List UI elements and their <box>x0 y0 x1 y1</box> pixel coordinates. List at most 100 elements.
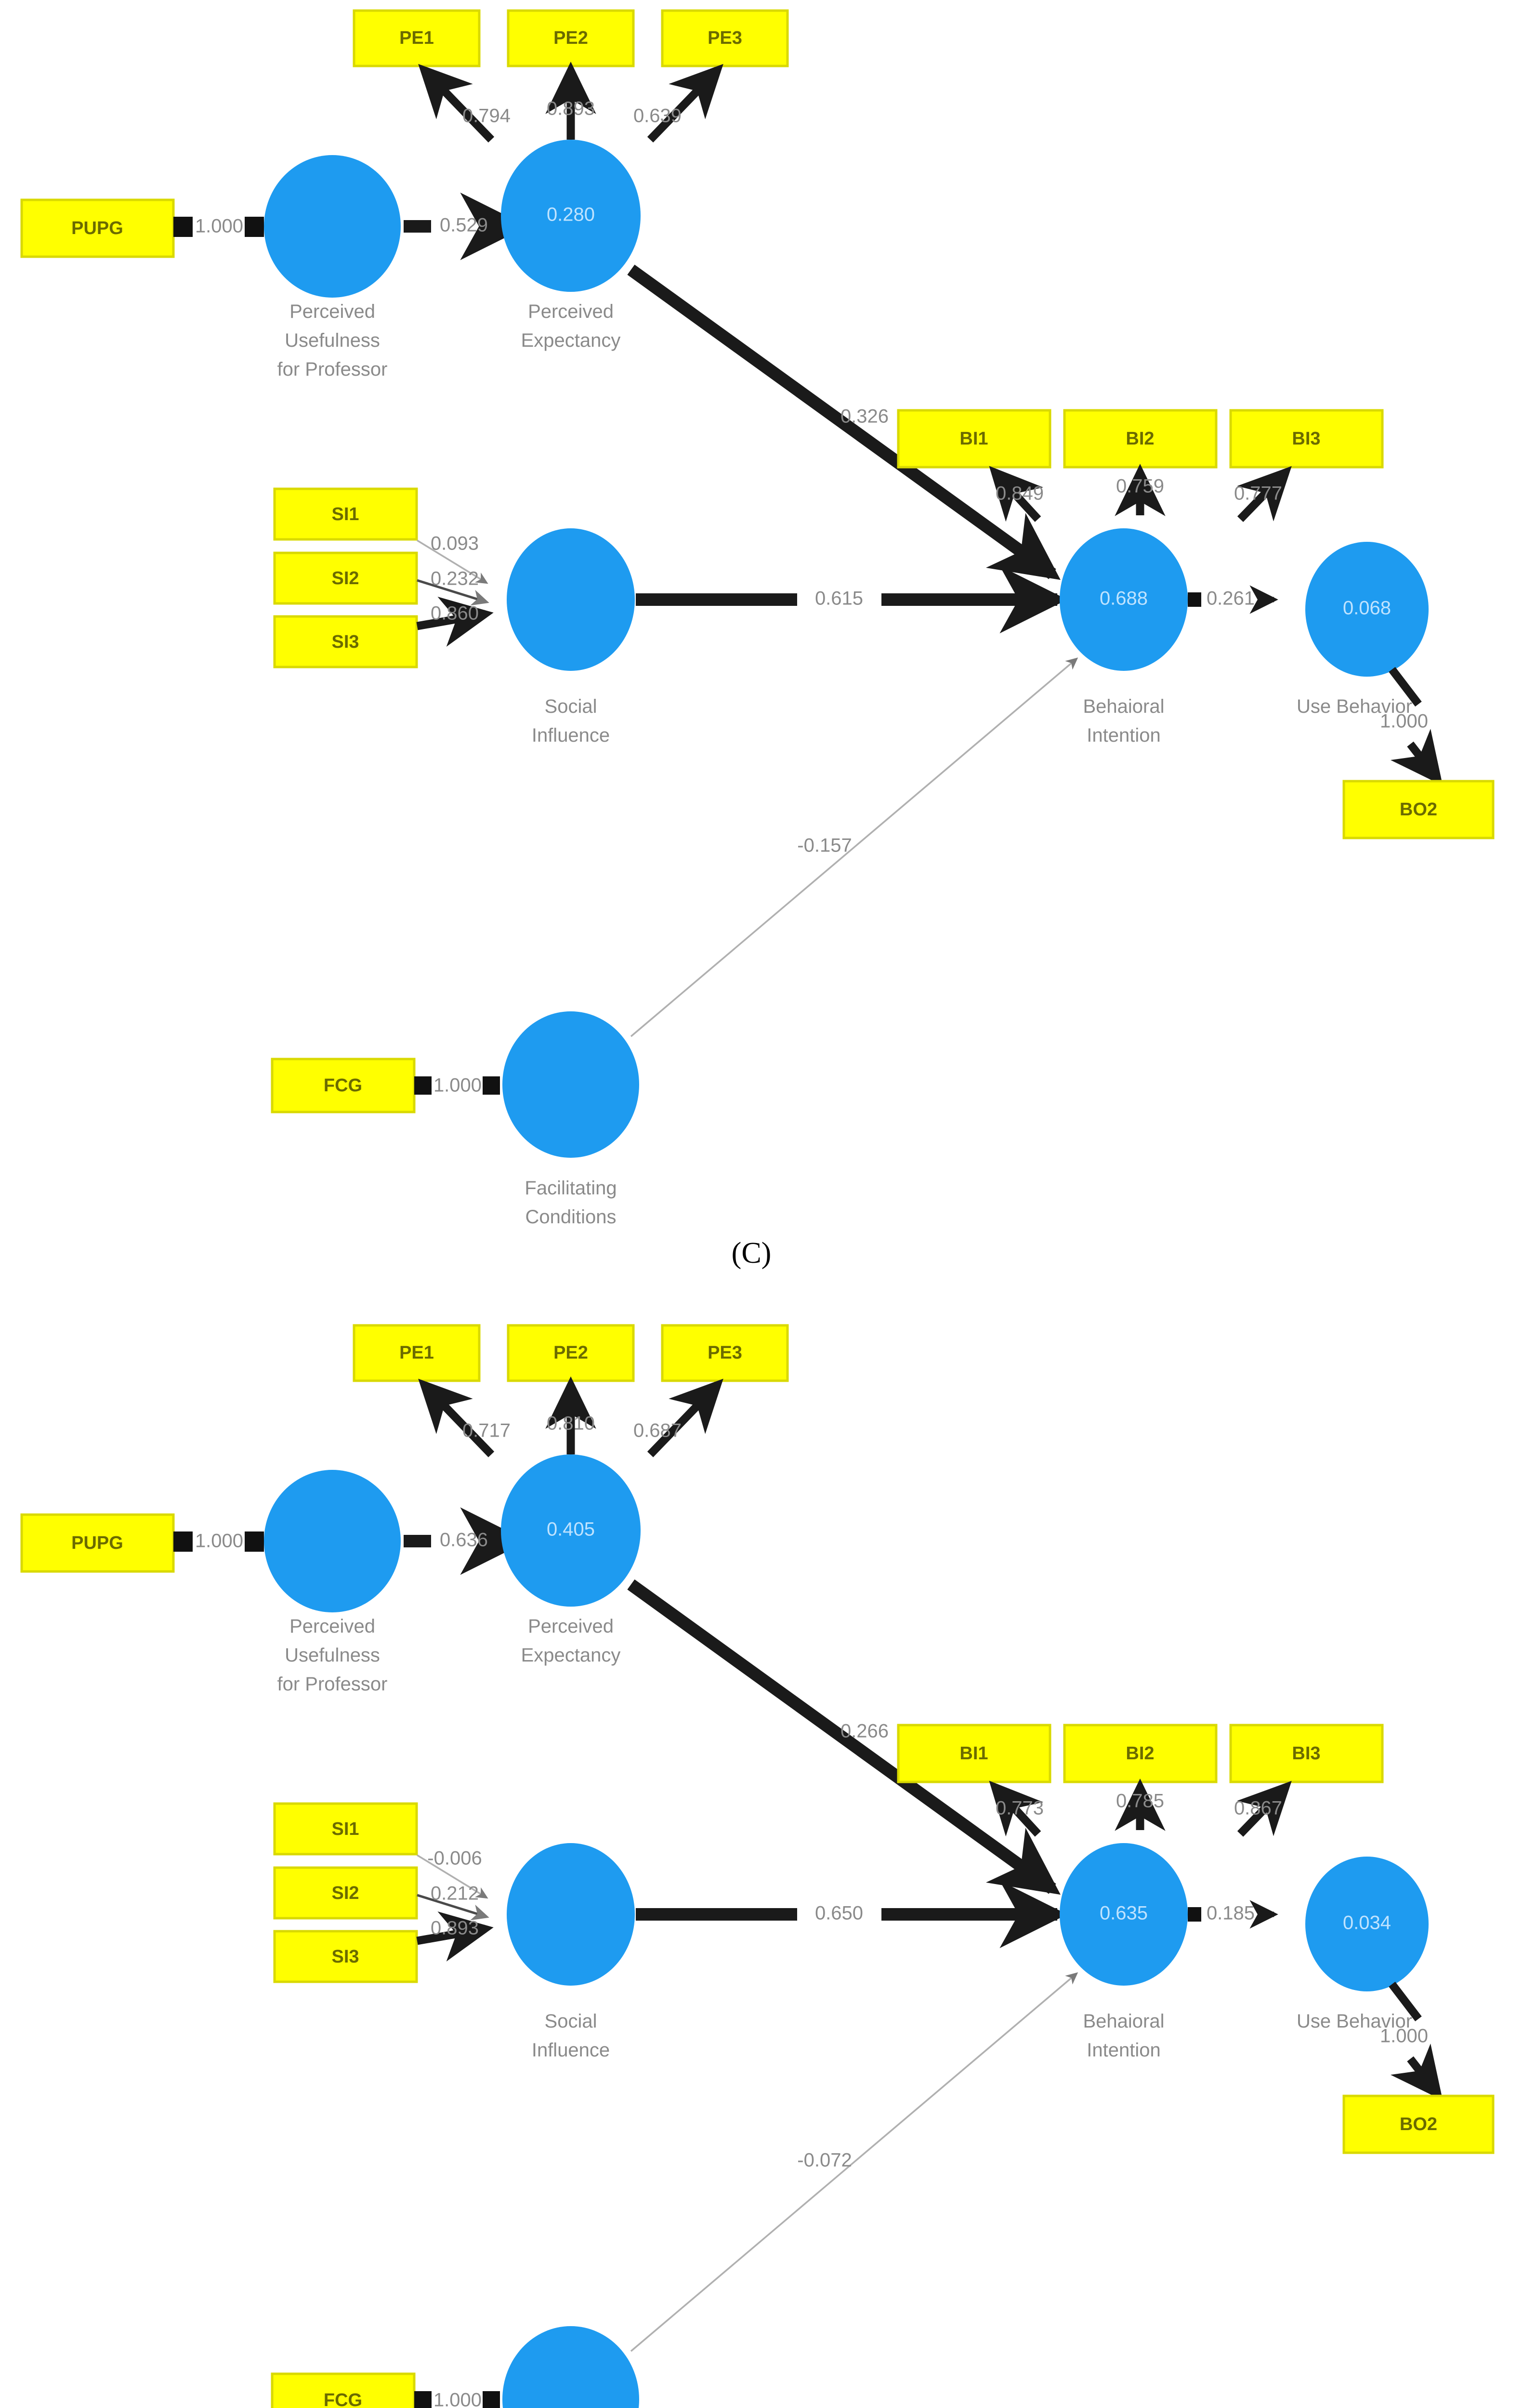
indicator-label: SI3 <box>331 632 359 652</box>
loading-value-bi3-d: 0.867 <box>1234 1798 1282 1819</box>
indicator-label: PE1 <box>399 1343 434 1363</box>
indicator-bi3-c[interactable]: BI3 <box>1229 409 1384 469</box>
construct-label-line1: Behaioral <box>1083 696 1164 717</box>
indicator-fcg-d[interactable]: FCG <box>271 2372 416 2408</box>
loading-arrow-bi1-c <box>989 466 1043 522</box>
loading-arrow-bi3-c <box>1237 466 1292 522</box>
indicator-label: FCG <box>324 2390 362 2408</box>
indicator-bi2-d[interactable]: BI2 <box>1063 1724 1218 1783</box>
construct-label-line2: Usefulness <box>285 1645 380 1666</box>
indicator-bi1-d[interactable]: BI1 <box>897 1724 1051 1783</box>
indicator-fcg-c[interactable]: FCG <box>271 1058 416 1113</box>
construct-label-line1: Facilitating <box>525 1178 617 1199</box>
loading-value-pupg-d: 1.000 <box>195 1531 243 1552</box>
construct-label-line1: Use Behavior <box>1297 696 1412 717</box>
loading-value-bi3-c: 0.777 <box>1234 483 1282 504</box>
indicator-pupg-c[interactable]: PUPG <box>20 198 175 258</box>
indicator-label: BO2 <box>1400 799 1437 820</box>
construct-label-line1: Perceived <box>528 1616 614 1637</box>
construct-social-influence-d[interactable] <box>507 1843 635 1986</box>
indicator-bi3-d[interactable]: BI3 <box>1229 1724 1384 1783</box>
construct-perceived-expectancy-d[interactable]: 0.405 <box>501 1454 641 1607</box>
construct-use-behavior-c[interactable]: 0.068 <box>1305 542 1429 677</box>
construct-perceived-expectancy-c[interactable]: 0.280 <box>501 140 641 292</box>
loading-value-si3-c: 0.860 <box>431 603 479 624</box>
loading-arrow-si3-d <box>416 1911 494 1962</box>
path-value-pe-bi-d: 0.266 <box>840 1721 889 1742</box>
indicator-label: PE3 <box>708 28 742 48</box>
indicator-label: SI2 <box>331 568 359 589</box>
loading-value-pe3-d: 0.687 <box>633 1420 682 1441</box>
indicator-pe2-c[interactable]: PE2 <box>507 9 635 67</box>
indicator-pe3-d[interactable]: PE3 <box>661 1324 789 1382</box>
path-value-fc-bi-d: -0.072 <box>797 2150 852 2171</box>
loading-arrow-pe3-d <box>647 1378 723 1457</box>
construct-behavioral-intention-c[interactable]: 0.688 <box>1060 528 1188 671</box>
construct-label-line1: Perceived <box>289 301 375 322</box>
loading-stub-fcg-left-c <box>414 1076 432 1095</box>
indicator-si3-d[interactable]: SI3 <box>273 1930 418 1983</box>
construct-social-influence-c[interactable] <box>507 528 635 671</box>
loading-arrow-si1-c <box>417 539 488 584</box>
indicator-si2-d[interactable]: SI2 <box>273 1866 418 1920</box>
panel-d: PE1 PE2 PE3 0.717 0.810 0.687 PUPG 1.000… <box>20 1324 1495 2408</box>
construct-perceived-usefulness-d[interactable] <box>264 1470 401 1612</box>
construct-label-line1: Use Behavior <box>1297 2011 1412 2032</box>
indicator-si3-c[interactable]: SI3 <box>273 615 418 668</box>
construct-use-behavior-d[interactable]: 0.034 <box>1305 1857 1429 1991</box>
construct-perceived-usefulness-c[interactable] <box>264 155 401 298</box>
indicator-label: PUPG <box>71 218 123 238</box>
panel-c: PE1 PE2 PE3 0.794 0.893 0.639 PUPG 1.000… <box>20 9 1495 1269</box>
loading-value-fcg-c: 1.000 <box>433 1075 482 1096</box>
indicator-label: BI2 <box>1126 1743 1154 1764</box>
loading-arrow-bi3-d <box>1237 1780 1292 1837</box>
construct-facilitating-conditions-c[interactable] <box>502 1011 639 1158</box>
indicator-si1-d[interactable]: SI1 <box>273 1802 418 1856</box>
loading-value-pe3-c: 0.639 <box>633 105 682 127</box>
loading-value-si2-c: 0.232 <box>431 568 479 589</box>
path-stub-bi-ub-c <box>1188 592 1201 607</box>
loading-arrow-si3-c <box>416 597 494 647</box>
loading-value-si3-d: 0.893 <box>431 1918 479 1939</box>
indicator-bi2-c[interactable]: BI2 <box>1063 409 1218 469</box>
path-arrow-fc-bi-c <box>630 657 1078 1037</box>
loading-value-bi1-d: 0.773 <box>996 1798 1044 1819</box>
path-value-si-bi-d: 0.650 <box>815 1903 863 1924</box>
indicator-pe1-c[interactable]: PE1 <box>353 9 481 67</box>
indicator-label: PE3 <box>708 1343 742 1363</box>
loading-value-pupg-c: 1.000 <box>195 216 243 237</box>
loading-value-pe2-c: 0.893 <box>547 98 595 119</box>
loading-arrow-bo2-c <box>1390 729 1443 786</box>
indicator-bi1-c[interactable]: BI1 <box>897 409 1051 469</box>
indicator-pe1-d[interactable]: PE1 <box>353 1324 481 1382</box>
construct-label-line2: Usefulness <box>285 330 380 351</box>
path-arrow-fc-bi-d <box>630 1972 1078 2352</box>
indicator-bo2-d[interactable]: BO2 <box>1342 2094 1495 2154</box>
r2-value: 0.688 <box>1100 588 1148 609</box>
indicator-si1-c[interactable]: SI1 <box>273 487 418 541</box>
path-value-pu-pe-c: 0.529 <box>440 215 488 236</box>
construct-facilitating-conditions-d[interactable] <box>502 2326 639 2408</box>
loading-stub-pupg-right-c <box>245 217 264 237</box>
loading-stub-pupg-left-c <box>173 217 193 237</box>
r2-value: 0.405 <box>547 1519 595 1540</box>
loading-stub-fcg-right-d <box>483 2391 500 2408</box>
construct-behavioral-intention-d[interactable]: 0.635 <box>1060 1843 1188 1986</box>
indicator-si2-c[interactable]: SI2 <box>273 551 418 605</box>
loading-value-si1-d: -0.006 <box>427 1848 482 1869</box>
path-value-fc-bi-c: -0.157 <box>797 835 852 856</box>
loading-value-pe1-d: 0.717 <box>462 1420 511 1441</box>
construct-label-line2: Intention <box>1087 2040 1160 2061</box>
construct-label-line3: for Professor <box>277 1674 388 1695</box>
indicator-label: SI3 <box>331 1947 359 1967</box>
path-stub-bi-ub-d <box>1188 1907 1201 1922</box>
indicator-bo2-c[interactable]: BO2 <box>1342 780 1495 839</box>
indicator-label: PE2 <box>553 28 588 48</box>
loading-stub-fcg-right-c <box>483 1076 500 1095</box>
indicator-label: PUPG <box>71 1533 123 1553</box>
indicator-label: SI1 <box>331 1819 359 1839</box>
indicator-pe3-c[interactable]: PE3 <box>661 9 789 67</box>
indicator-pupg-d[interactable]: PUPG <box>20 1513 175 1573</box>
indicator-pe2-d[interactable]: PE2 <box>507 1324 635 1382</box>
